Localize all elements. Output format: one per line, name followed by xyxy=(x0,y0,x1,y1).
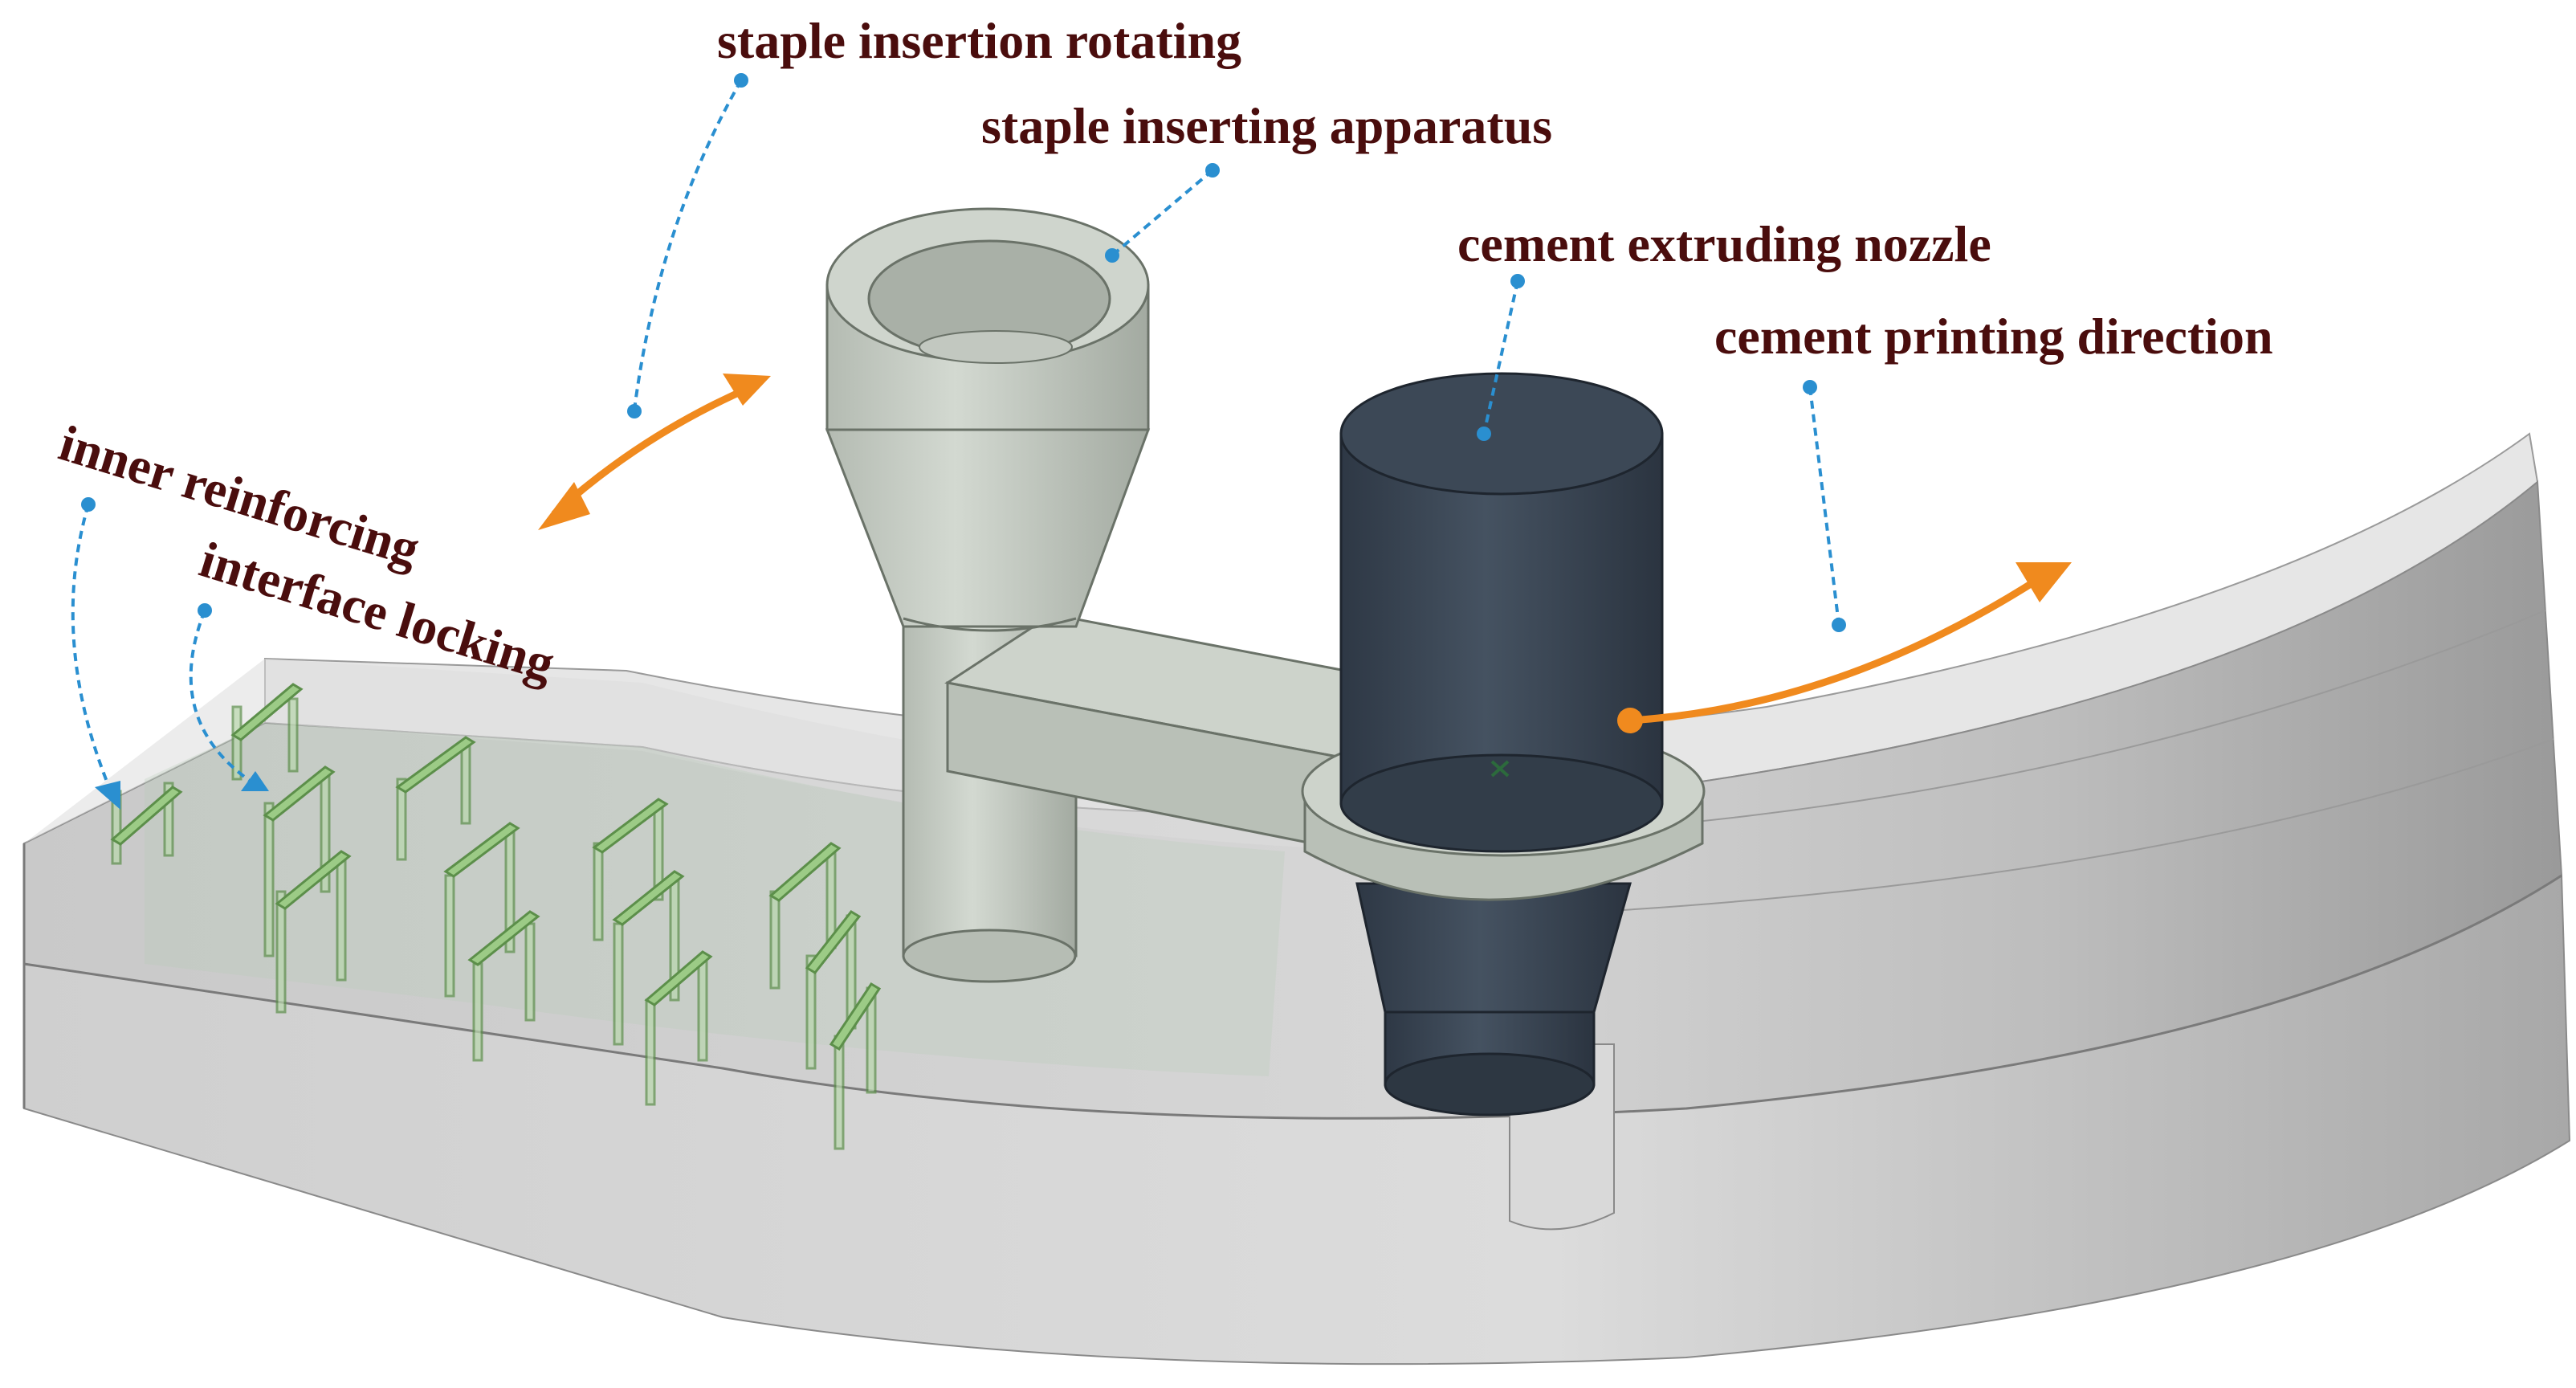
course-boundary-line xyxy=(23,874,2562,1120)
x-mark-icon xyxy=(1490,760,1510,778)
label-nozzle: cement extruding nozzle xyxy=(1457,215,1991,272)
staple xyxy=(230,683,304,781)
staple xyxy=(829,982,882,1150)
staple xyxy=(395,736,476,861)
nozzle-cylinder xyxy=(1339,432,1664,805)
staple xyxy=(768,842,842,990)
nozzle-tip-bottom xyxy=(1384,1052,1596,1117)
nozzle-cone xyxy=(1355,882,1632,1014)
apparatus-funnel-inner-hole xyxy=(919,330,1073,364)
leader-inner xyxy=(71,504,114,796)
staple xyxy=(612,870,685,1046)
apparatus-funnel-cone xyxy=(825,428,1151,628)
nozzle-cylinder-bottom xyxy=(1339,753,1664,853)
staple xyxy=(467,910,540,1062)
staple xyxy=(644,950,713,1106)
upper-edge-line-2 xyxy=(1525,738,2554,916)
nozzle-cylinder-top xyxy=(1339,372,1664,496)
staples xyxy=(110,683,882,1150)
leader-arrowheads xyxy=(95,771,269,810)
label-staple-apparatus: staple inserting apparatus xyxy=(981,97,1552,154)
staple xyxy=(592,798,669,941)
label-print-direction: cement printing direction xyxy=(1714,308,2273,365)
translucent-reinforcing-zone xyxy=(145,723,1285,1076)
staple xyxy=(110,782,183,865)
apparatus-tube-bottom xyxy=(902,929,1077,983)
leader-interface xyxy=(189,610,259,787)
leader-nozzle xyxy=(1482,280,1519,435)
label-staple-rotating: staple insertion rotating xyxy=(717,12,1241,69)
staple xyxy=(443,822,520,998)
staple xyxy=(805,910,862,1070)
staple xyxy=(263,765,336,957)
cement-extruding-nozzle xyxy=(1301,372,1706,1117)
rotation-arrow xyxy=(538,374,771,530)
print-direction-arrow xyxy=(1617,562,2072,733)
leader-rotating xyxy=(633,80,743,410)
leader-apparatus xyxy=(1111,169,1214,257)
staple xyxy=(275,850,352,1014)
leader-dots xyxy=(81,73,1846,632)
leader-lines xyxy=(71,80,1840,796)
staple-inserting-apparatus xyxy=(825,207,1431,983)
apparatus-collar xyxy=(903,617,1077,632)
leader-direction xyxy=(1808,386,1840,626)
